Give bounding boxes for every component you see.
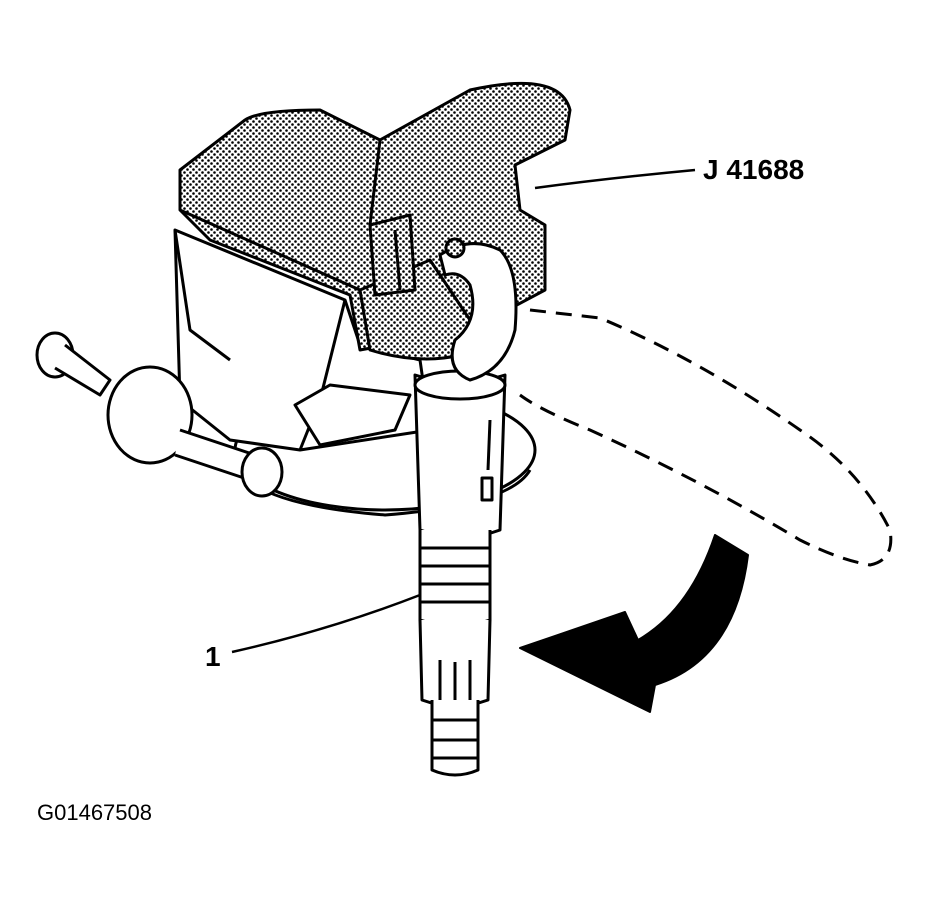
handle-hub [106,365,194,465]
leader-line-part [231,593,421,654]
injector-threads [418,530,492,628]
callout-part-label: 1 [205,641,221,672]
injector-tip [430,700,480,777]
figure-id-label: G01467508 [37,800,152,825]
ratchet-handle-outline [519,308,893,567]
curved-arrow-icon [519,534,749,713]
ratchet-head [438,237,518,382]
injector [413,369,507,777]
callout-tool-label: J 41688 [703,154,805,185]
vise-handle [35,331,284,498]
vise-jaw [293,383,412,447]
leader-line-tool [534,168,696,190]
bench-vise [35,228,537,517]
